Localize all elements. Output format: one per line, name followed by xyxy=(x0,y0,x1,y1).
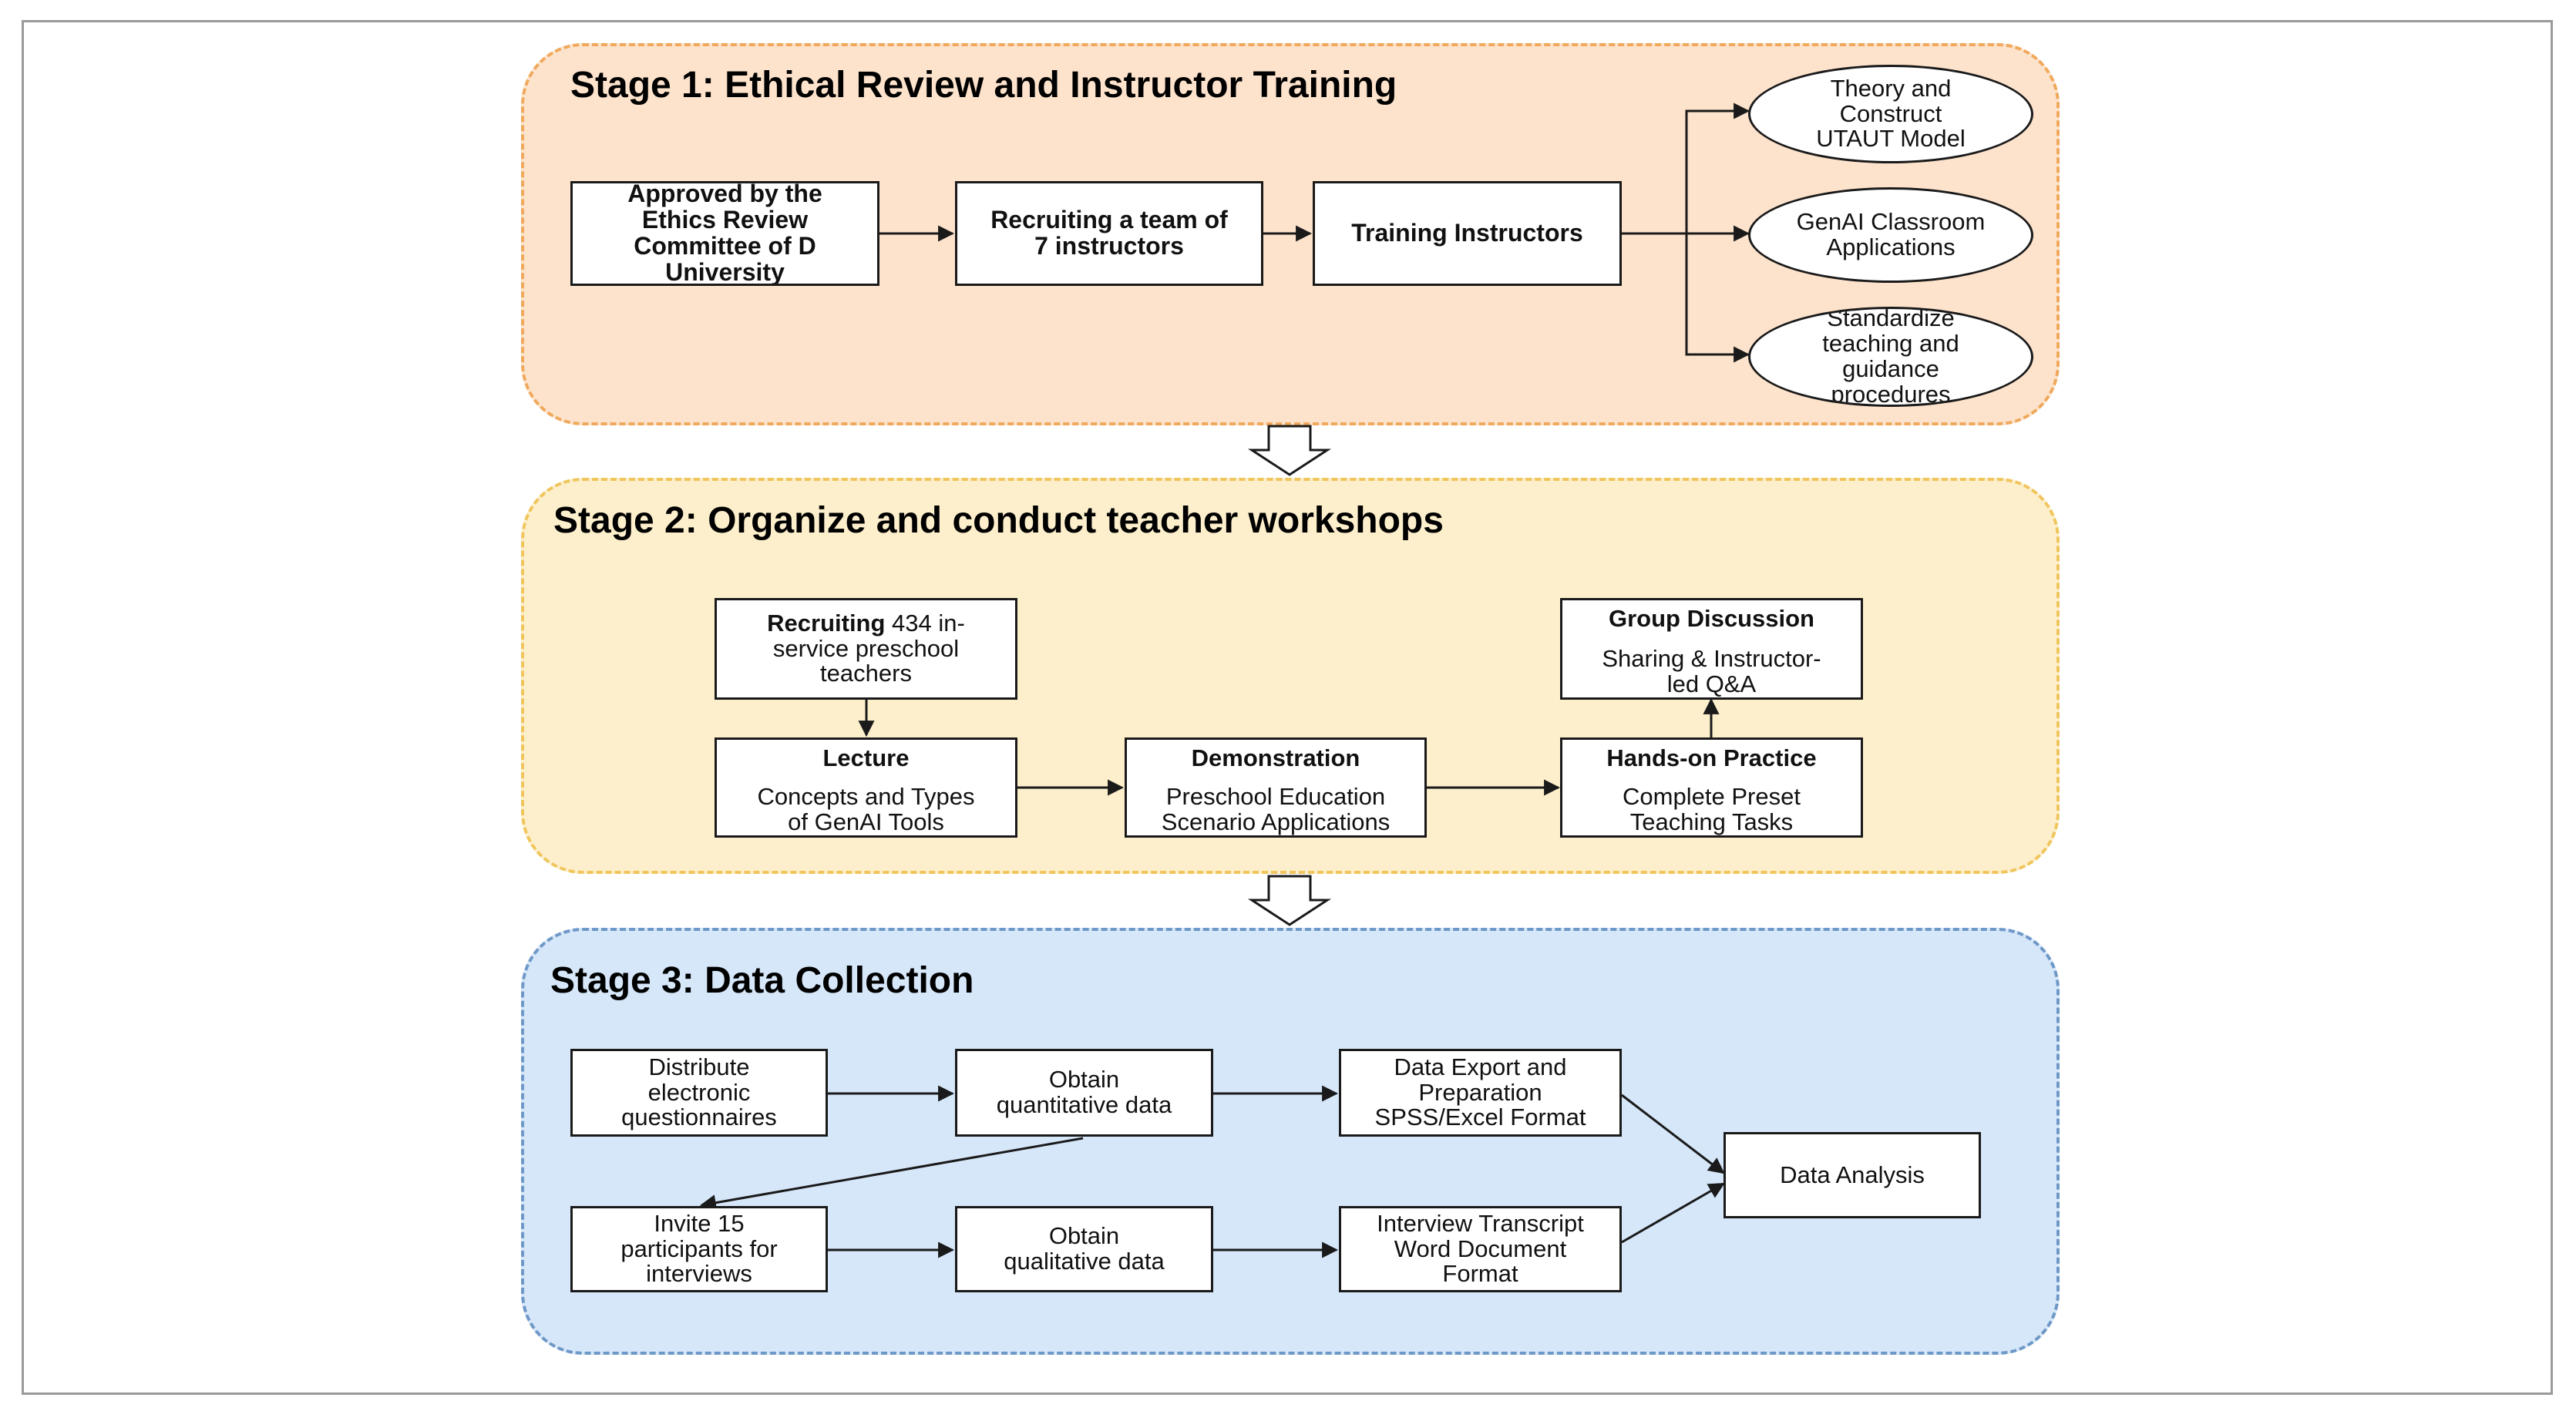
obtain-qualitative-box: Obtain qualitative data xyxy=(955,1206,1213,1292)
ellipse-line: teaching and xyxy=(1822,330,1959,358)
box-line: Data Export and xyxy=(1394,1053,1567,1080)
box-line: of GenAI Tools xyxy=(788,808,944,836)
box-line: interviews xyxy=(646,1260,752,1288)
box-line: teachers xyxy=(820,660,912,687)
ellipse-line: UTAUT Model xyxy=(1816,125,1966,153)
box-line: questionnaires xyxy=(621,1104,777,1131)
data-analysis-box: Data Analysis xyxy=(1723,1132,1981,1218)
ellipse-line: guidance xyxy=(1842,355,1939,382)
group-discussion-box: Group Discussion Sharing & Instructor- l… xyxy=(1560,598,1863,700)
training-instructors-box: Training Instructors xyxy=(1313,181,1622,286)
arrow-quant-to-invite xyxy=(699,1137,1084,1211)
box-line: Ethics Review xyxy=(641,206,809,234)
box-line: Obtain xyxy=(1048,1222,1120,1250)
ellipse-line: GenAI Classroom xyxy=(1796,208,1986,236)
box-line: participants for xyxy=(620,1235,778,1262)
stage-1-to-2-arrow xyxy=(1247,425,1332,476)
box-line: Preschool Education xyxy=(1165,783,1386,811)
theory-utaut-ellipse: Theory and Construct UTAUT Model xyxy=(1748,65,2033,163)
interview-transcript-box: Interview Transcript Word Document Forma… xyxy=(1339,1206,1622,1292)
box-line: Complete Preset xyxy=(1623,783,1801,811)
data-export-box: Data Export and Preparation SPSS/Excel F… xyxy=(1339,1049,1622,1137)
box-line: qualitative data xyxy=(1004,1248,1165,1275)
figure-frame xyxy=(22,20,2553,1395)
arrow-training-to-theory xyxy=(1685,102,1750,233)
box-line: Data Analysis xyxy=(1780,1161,1925,1188)
box-line: Recruiting a team of xyxy=(990,206,1228,234)
ellipse-line: Theory and xyxy=(1830,74,1952,102)
arrow-training-to-standardize xyxy=(1685,233,1750,363)
ellipse-line: procedures xyxy=(1831,380,1951,407)
arrow-transcript-to-analysis xyxy=(1621,1182,1725,1244)
box-heading: Lecture xyxy=(822,744,910,771)
box-line: University xyxy=(665,257,785,286)
box-heading: Group Discussion xyxy=(1609,605,1814,632)
box-line: Scenario Applications xyxy=(1161,808,1391,836)
box-line: Recruiting 434 in- xyxy=(767,609,965,637)
box-bold-text: Recruiting xyxy=(767,609,886,637)
demonstration-box: Demonstration Preschool Education Scenar… xyxy=(1125,737,1427,838)
stage-2-to-3-arrow xyxy=(1247,875,1332,926)
box-line: led Q&A xyxy=(1666,670,1757,698)
box-line: Approved by the xyxy=(627,181,822,208)
box-line: Distribute xyxy=(648,1053,750,1080)
box-line: Sharing & Instructor- xyxy=(1602,645,1821,673)
box-heading: Hands-on Practice xyxy=(1606,744,1817,771)
recruiting-teachers-box: Recruiting 434 in- service preschool tea… xyxy=(715,598,1017,700)
obtain-quantitative-box: Obtain quantitative data xyxy=(955,1049,1213,1137)
hands-on-practice-box: Hands-on Practice Complete Preset Teachi… xyxy=(1560,737,1863,838)
box-line: Concepts and Types xyxy=(757,783,975,811)
lecture-box: Lecture Concepts and Types of GenAI Tool… xyxy=(715,737,1017,838)
recruiting-instructors-box: Recruiting a team of 7 instructors xyxy=(955,181,1263,286)
stage-2-title: Stage 2: Organize and conduct teacher wo… xyxy=(553,500,1444,541)
box-text: 434 in- xyxy=(885,609,965,637)
stage-1-title: Stage 1: Ethical Review and Instructor T… xyxy=(570,65,1397,106)
stage-3-title: Stage 3: Data Collection xyxy=(550,960,974,1001)
box-line: Word Document xyxy=(1394,1235,1567,1262)
genai-classroom-ellipse: GenAI Classroom Applications xyxy=(1748,187,2033,283)
invite-participants-box: Invite 15 participants for interviews xyxy=(570,1206,828,1292)
standardize-procedures-ellipse: Standardize teaching and guidance proced… xyxy=(1748,307,2033,407)
approved-by-ethics-box: Approved by the Ethics Review Committee … xyxy=(570,181,879,286)
box-line: electronic xyxy=(647,1078,751,1106)
ellipse-line: Applications xyxy=(1826,233,1956,260)
box-line: Training Instructors xyxy=(1351,219,1583,247)
ellipse-line: Standardize xyxy=(1827,307,1955,332)
box-line: SPSS/Excel Format xyxy=(1374,1104,1586,1131)
box-line: Invite 15 xyxy=(654,1209,745,1237)
box-line: Interview Transcript xyxy=(1377,1209,1584,1237)
arrow-export-to-analysis xyxy=(1621,1094,1725,1174)
box-line: Format xyxy=(1442,1260,1518,1288)
box-line: Preparation xyxy=(1418,1078,1542,1106)
box-line: Teaching Tasks xyxy=(1629,808,1794,836)
box-line: Obtain xyxy=(1048,1066,1120,1094)
box-heading: Demonstration xyxy=(1191,744,1360,771)
box-line: 7 instructors xyxy=(1034,232,1184,260)
distribute-questionnaires-box: Distribute electronic questionnaires xyxy=(570,1049,828,1137)
box-line: service preschool xyxy=(772,634,960,662)
box-line: quantitative data xyxy=(996,1091,1172,1118)
box-line: Committee of D xyxy=(634,232,816,260)
ellipse-line: Construct xyxy=(1839,99,1942,127)
